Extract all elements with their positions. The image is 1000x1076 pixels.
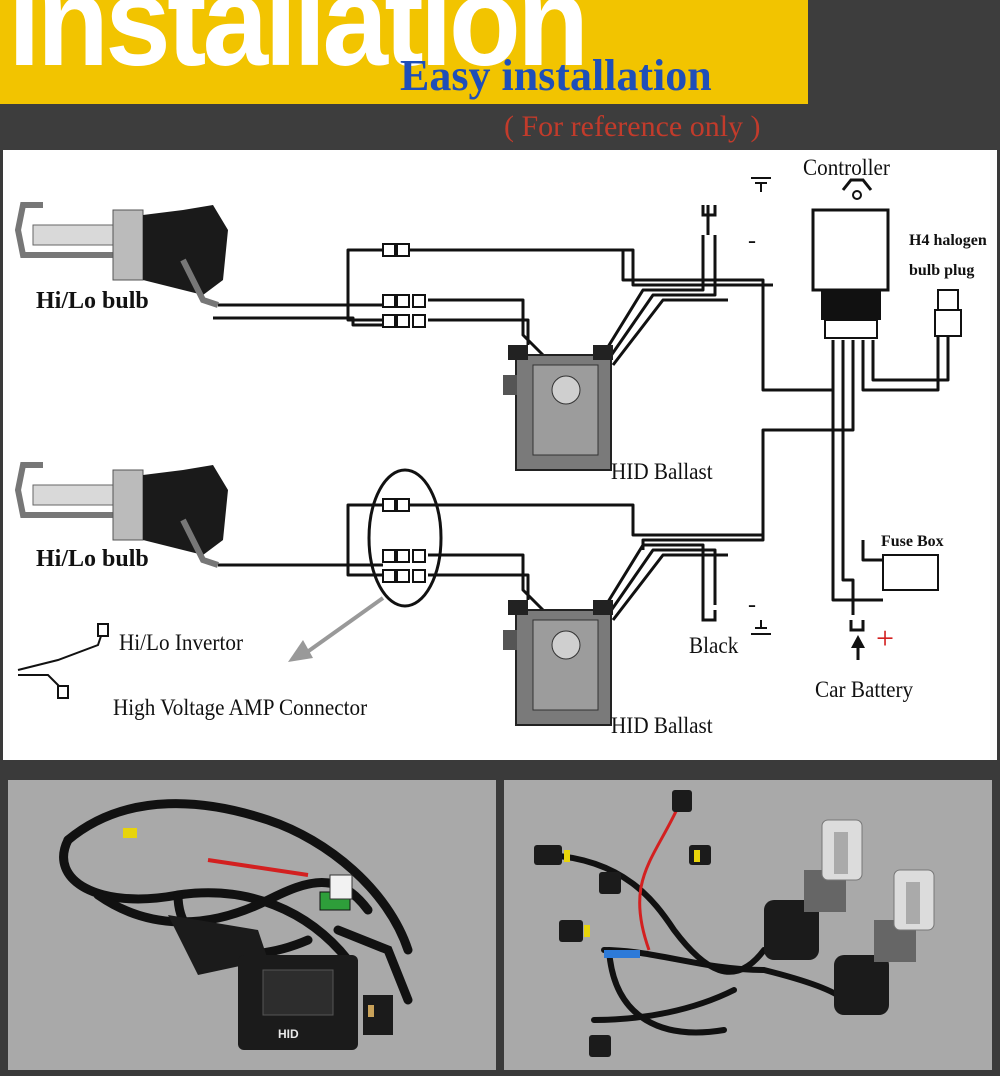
- title-banner: installation: [0, 0, 808, 104]
- bulb-top: [14, 202, 228, 308]
- label-car-battery: Car Battery: [815, 677, 914, 702]
- kit-cables: [546, 852, 847, 1036]
- harness-illustration: HID: [59, 799, 413, 1050]
- invertor-drawing: [17, 623, 109, 699]
- label-minus-bottom: -: [748, 592, 756, 618]
- label-controller: Controller: [803, 155, 890, 180]
- wiring-drawing: [14, 177, 962, 726]
- terminal-forks: [701, 205, 865, 632]
- yellow-connector: [123, 828, 137, 838]
- h4-socket: [363, 995, 393, 1035]
- h4-plug: [934, 289, 962, 337]
- plug-seals: [564, 850, 700, 937]
- plugs: [534, 790, 711, 1057]
- fuse-holder: [329, 874, 353, 900]
- label-fuse-box: Fuse Box: [881, 533, 944, 550]
- bulb-bottom: [14, 462, 228, 568]
- label-ballast-top: HID Ballast: [611, 459, 713, 484]
- controller-relay: [811, 178, 890, 339]
- label-black: Black: [689, 633, 739, 658]
- socket-pin: [368, 1005, 374, 1017]
- bulb-1: [764, 819, 863, 960]
- bulb-2: [834, 869, 935, 1015]
- inverter-highlight: [367, 468, 443, 608]
- photo-wiring-harness: HID: [8, 780, 496, 1070]
- battery-arrow: [851, 635, 865, 648]
- reference-note: ( For reference only ): [504, 110, 761, 143]
- blue-label: [604, 950, 640, 958]
- ballast-bottom: [503, 600, 613, 726]
- red-lead: [638, 804, 681, 951]
- label-minus-top: -: [748, 228, 756, 254]
- label-h4-line1: H4 halogen: [909, 232, 987, 249]
- label-h4-line2: bulb plug: [909, 262, 975, 279]
- wire-connectors: [382, 243, 426, 583]
- pointer-arrowhead: [288, 640, 313, 662]
- relay-label: HID: [278, 1027, 299, 1041]
- ground-symbols: [751, 177, 771, 635]
- label-amp-connector: High Voltage AMP Connector: [113, 695, 368, 720]
- ballast-top: [503, 345, 613, 471]
- wires: [213, 205, 950, 621]
- red-wire: [207, 858, 309, 877]
- relay-box: HID: [168, 915, 358, 1050]
- subtitle: Easy installation: [400, 51, 712, 100]
- wiring-diagram: Hi/Lo bulb Hi/Lo bulb HID Ballast HID Ba…: [3, 150, 997, 760]
- label-bulb-top: Hi/Lo bulb: [36, 288, 149, 314]
- label-invertor: Hi/Lo Invertor: [119, 630, 243, 655]
- label-plus: +: [876, 620, 895, 656]
- fuse-box: [882, 554, 939, 591]
- bulbs-illustration: [534, 790, 935, 1057]
- label-ballast-bottom: HID Ballast: [611, 713, 713, 738]
- label-bulb-bottom: Hi/Lo bulb: [36, 546, 149, 572]
- pointer-arrow: [301, 596, 385, 657]
- page-title: installation: [8, 0, 589, 93]
- photo-bulbs-kit: [504, 780, 992, 1070]
